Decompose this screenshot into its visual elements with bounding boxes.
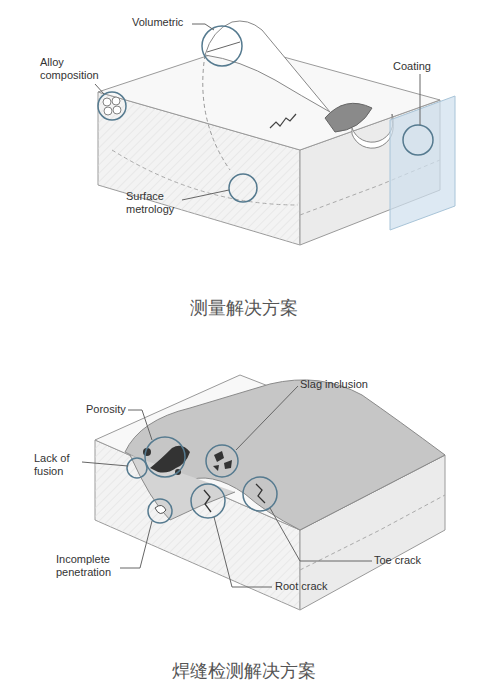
top-face	[95, 375, 445, 530]
callout-circle	[127, 458, 147, 478]
toe-crack	[256, 484, 265, 503]
grain	[103, 98, 111, 106]
callout-circles	[127, 437, 277, 523]
leader-line	[270, 508, 372, 561]
callout-circles	[98, 26, 433, 202]
callout-circle	[148, 499, 172, 523]
dimension-line	[207, 42, 240, 52]
callout-label: Surface metrology	[126, 190, 186, 216]
callout-circle	[145, 437, 185, 477]
root-crack	[204, 490, 211, 512]
weld-block	[95, 375, 445, 610]
coating-layer	[325, 103, 372, 132]
strip-outline	[203, 55, 230, 170]
alloy-grains	[103, 97, 121, 115]
callout-label: Alloy composition	[40, 56, 100, 82]
callout-circle	[229, 174, 257, 202]
callout-circle	[243, 477, 277, 511]
callout-label: Incomplete penetration	[56, 553, 136, 579]
callout-label: Toe crack	[374, 554, 444, 567]
leader-line	[95, 84, 104, 94]
slag	[214, 451, 224, 462]
grain	[113, 106, 121, 114]
callout-circle	[191, 484, 225, 518]
leader-line	[214, 517, 272, 587]
hidden-line	[300, 495, 445, 570]
leader-line	[420, 74, 421, 125]
leader-line	[192, 24, 214, 30]
leader-line	[82, 462, 128, 466]
callout-label: Coating	[393, 60, 443, 73]
metal-block	[98, 21, 455, 245]
callout-label: Root crack	[275, 580, 345, 593]
leader-line	[236, 386, 298, 450]
grain	[112, 97, 120, 105]
coating-plane	[390, 96, 455, 230]
penetration-gap	[155, 505, 166, 513]
leader-line	[182, 190, 229, 200]
figure-caption: 焊缝检测解决方案	[0, 660, 487, 682]
callout-circle	[98, 92, 126, 120]
callout-circle	[206, 445, 238, 477]
callout-label: Volumetric	[132, 16, 202, 29]
callout-label: Porosity	[86, 403, 136, 416]
leader-line	[128, 410, 152, 440]
leader-lines	[82, 386, 372, 587]
callout-label: Lack of fusion	[34, 452, 84, 478]
crack	[270, 114, 296, 128]
leader-line	[120, 521, 152, 568]
figure-caption: 测量解决方案	[0, 297, 487, 319]
slag	[224, 460, 232, 469]
groove	[352, 114, 393, 148]
slag	[213, 465, 219, 471]
callout-label: Slag inclusion	[300, 378, 390, 391]
weld-bead	[125, 380, 445, 530]
callout-circle	[403, 125, 433, 155]
leader-lines	[95, 24, 420, 200]
callout-circle	[202, 26, 242, 66]
grain	[104, 107, 112, 115]
